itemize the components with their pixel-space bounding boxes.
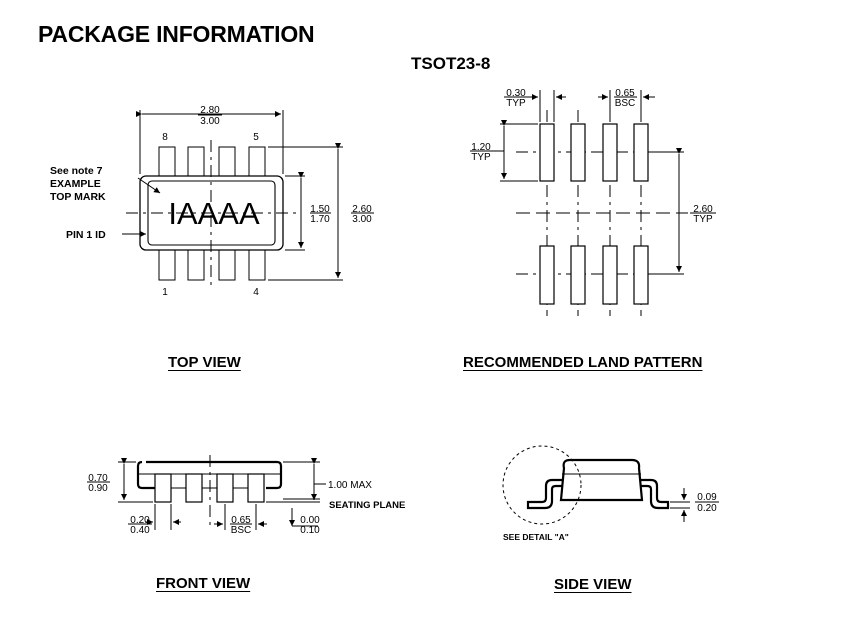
top-pin-6 (218, 146, 236, 179)
front-standoff-min: 0.00 (300, 515, 320, 526)
land-pattern: 0.30 TYP 0.65 BSC 1.20 TYP 2.60 TYP (470, 88, 716, 316)
pin-label-4: 4 (253, 287, 259, 298)
land-pad-bottom-3 (602, 245, 618, 305)
detail-a-note: SEE DETAIL "A" (503, 532, 569, 542)
front-lead-2 (185, 473, 203, 503)
land-pad-top-2 (570, 123, 586, 182)
front-lead-4 (247, 473, 265, 503)
pin-label-5: 5 (253, 132, 259, 143)
front-body-outline (136, 460, 283, 490)
page-title: PACKAGE INFORMATION (38, 21, 315, 47)
front-pitch-note: BSC (231, 525, 252, 536)
top-mark-text: IAAAA (168, 196, 260, 231)
top-pin-8 (158, 146, 176, 179)
front-view-caption: FRONT VIEW (156, 575, 251, 592)
front-standoff-max: 0.10 (300, 525, 320, 536)
land-pad-width: 0.30 (506, 88, 526, 99)
land-pad-top-3 (602, 123, 618, 182)
front-lead-1 (154, 473, 172, 503)
side-lead-left (526, 478, 562, 510)
front-max-height: 1.00 MAX (328, 480, 372, 491)
note-line-2: EXAMPLE (50, 178, 101, 190)
top-width-min: 2.80 (200, 105, 220, 116)
side-thick-min: 0.09 (697, 492, 717, 503)
side-thick-max: 0.20 (697, 503, 717, 514)
front-lead-3 (216, 473, 234, 503)
seating-plane-label: SEATING PLANE (329, 500, 405, 511)
top-pin-4 (248, 247, 266, 281)
pin-label-1: 1 (162, 287, 168, 298)
top-pin-1 (158, 247, 176, 281)
side-lead-right (641, 478, 670, 510)
top-overall-min: 2.60 (352, 204, 372, 215)
land-span: 2.60 (693, 204, 713, 215)
pin-label-8: 8 (162, 132, 168, 143)
top-view: IAAAA 2.80 3.00 8 5 1 4 1.50 1.70 2.6 (50, 105, 374, 298)
side-body-outline (559, 458, 644, 502)
top-body-max: 1.70 (310, 214, 330, 225)
land-pad-length: 1.20 (471, 142, 491, 153)
package-name: TSOT23-8 (411, 54, 491, 73)
detail-a-circle (502, 445, 582, 525)
land-pad-length-note: TYP (471, 152, 491, 163)
top-pin-5 (248, 146, 266, 179)
land-span-note: TYP (693, 214, 713, 225)
top-view-caption: TOP VIEW (168, 354, 241, 371)
top-body-min: 1.50 (310, 204, 330, 215)
land-pad-bottom-4 (633, 245, 649, 305)
land-pad-width-note: TYP (506, 98, 526, 109)
top-width-max: 3.00 (200, 116, 220, 127)
top-pin-3 (218, 247, 236, 281)
top-pin-7 (187, 146, 205, 179)
front-pitch: 0.65 (231, 515, 251, 526)
land-pad-top-4 (633, 123, 649, 182)
side-view-caption: SIDE VIEW (554, 576, 632, 593)
note-line-3: TOP MARK (50, 191, 106, 203)
top-pin-2 (187, 247, 205, 281)
front-height-max: 0.90 (88, 483, 108, 494)
side-view: SEE DETAIL "A" 0.09 0.20 (502, 445, 719, 542)
top-overall-max: 3.00 (352, 214, 372, 225)
front-lead-max: 0.40 (130, 525, 150, 536)
front-height-min: 0.70 (88, 473, 108, 484)
land-pitch-note: BSC (615, 98, 636, 109)
front-view: 0.70 0.90 1.00 MAX SEATING PLANE 0.20 0.… (87, 455, 405, 536)
land-pattern-caption: RECOMMENDED LAND PATTERN (463, 354, 703, 371)
note-line-1: See note 7 (50, 165, 103, 177)
land-pitch: 0.65 (615, 88, 635, 99)
land-pad-bottom-1 (539, 245, 555, 305)
land-pad-bottom-2 (570, 245, 586, 305)
pin1-id-label: PIN 1 ID (66, 229, 106, 241)
land-pad-top-1 (539, 123, 555, 182)
front-lead-min: 0.20 (130, 515, 150, 526)
